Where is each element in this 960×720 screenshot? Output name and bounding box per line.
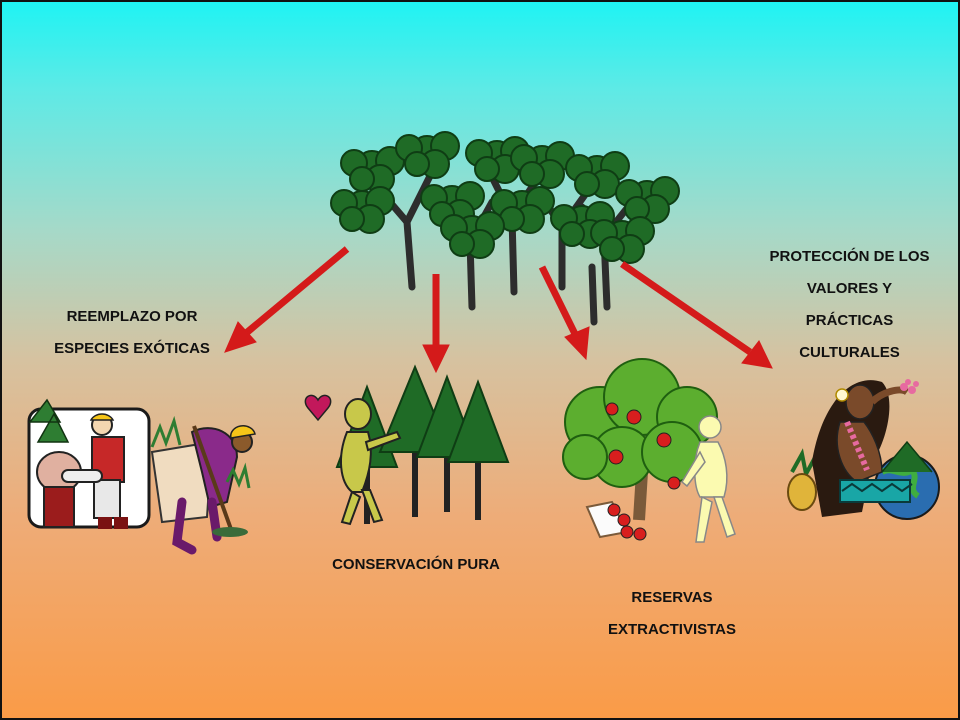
central-forest-icon <box>330 131 680 326</box>
label-exotic-line-2: ESPECIES EXÓTICAS <box>54 340 210 357</box>
label-extractive-reserves: RESERVAS EXTRACTIVISTAS <box>577 582 767 646</box>
arrows <box>224 246 773 374</box>
arrow-to-pure <box>422 274 450 374</box>
arrow-to-reserves <box>538 265 590 361</box>
label-pure-conservation: CONSERVACIÓN PURA <box>306 549 526 581</box>
label-cultural-line-1: PROTECCIÓN DE LOS <box>769 248 930 265</box>
label-reserves-line-2: EXTRACTIVISTAS <box>607 621 737 638</box>
arrow-to-exotic <box>224 246 350 353</box>
label-pure-line-1: CONSERVACIÓN PURA <box>332 556 500 573</box>
arrow-to-cultural <box>620 261 773 369</box>
label-cultural-line-4: CULTURALES <box>799 344 900 361</box>
label-reserves-line-1: RESERVAS <box>631 589 713 606</box>
pure-conservation-illustration <box>304 364 510 526</box>
label-cultural-values: PROTECCIÓN DE LOS VALORES Y PRÁCTICAS CU… <box>747 241 952 369</box>
exotic-species-illustration <box>27 398 256 555</box>
label-exotic-line-1: REEMPLAZO POR <box>66 308 198 325</box>
label-cultural-line-2: VALORES Y <box>806 280 893 297</box>
label-exotic-species: REEMPLAZO POR ESPECIES EXÓTICAS <box>32 301 232 365</box>
cultural-values-illustration <box>787 379 940 520</box>
label-cultural-line-3: PRÁCTICAS <box>805 312 894 329</box>
extractive-reserves-illustration <box>562 358 736 543</box>
